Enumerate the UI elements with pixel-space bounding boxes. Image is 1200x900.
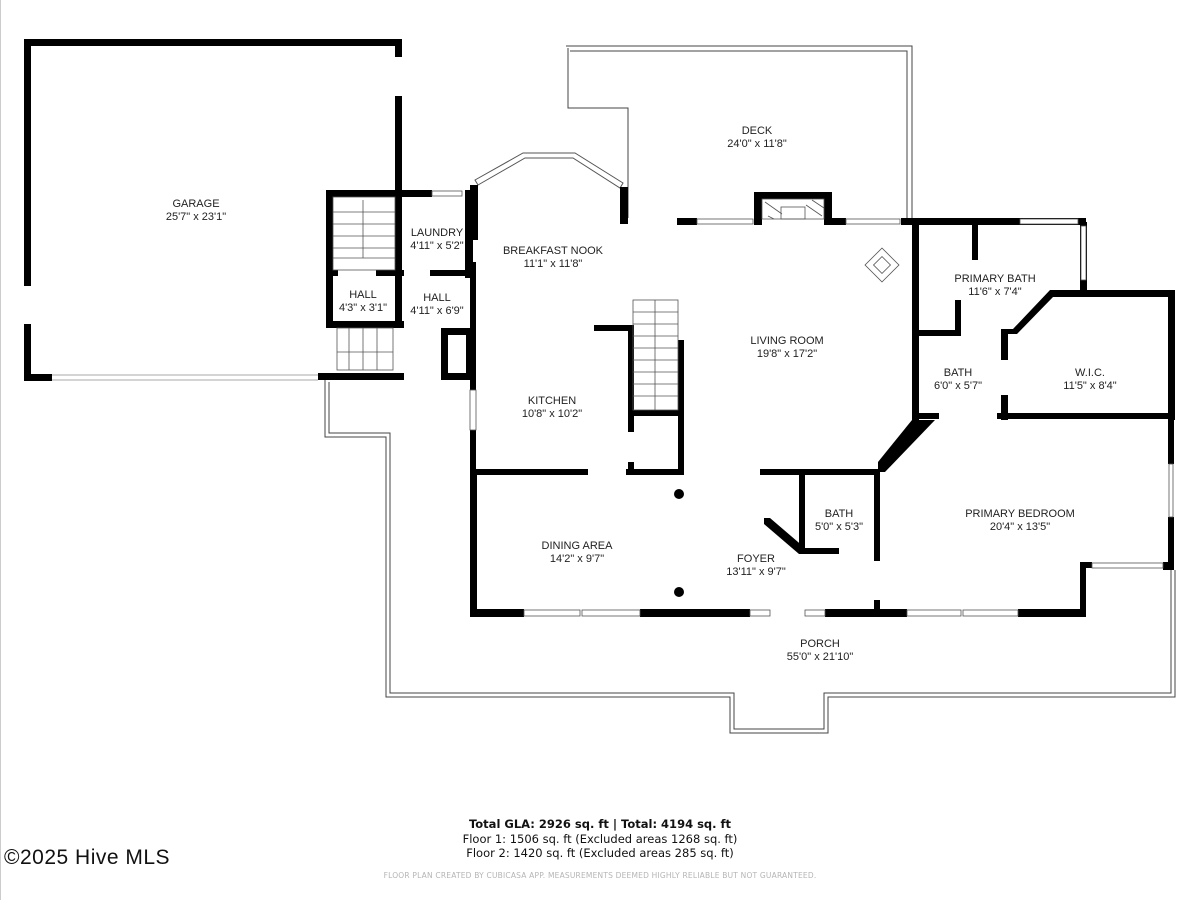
room-name: KITCHEN xyxy=(527,395,577,407)
center-stairs xyxy=(632,299,679,411)
total-area-summary: Total GLA: 2926 sq. ft | Total: 4194 sq.… xyxy=(468,817,732,831)
room-dimensions: 24'0" x 11'8" xyxy=(727,138,787,150)
room-label-dining-area: DINING AREA 14'2" x 9'7" xyxy=(542,540,613,566)
primary-bath-window xyxy=(1019,218,1079,225)
room-label-hall-small: HALL 4'3" x 3'1" xyxy=(339,289,387,315)
hall-laundry-walls xyxy=(326,190,473,380)
room-dimensions: 4'11" x 5'2" xyxy=(410,240,464,252)
living-window-2 xyxy=(845,218,901,225)
room-label-breakfast-nook: BREAKFAST NOOK 11'1" x 11'8" xyxy=(503,245,603,271)
room-name: PORCH xyxy=(800,638,840,650)
room-dimensions: 19'8" x 17'2" xyxy=(756,348,818,360)
room-label-bath-lower: BATH 5'0" x 5'3" xyxy=(815,508,863,534)
room-name: BATH xyxy=(943,367,973,379)
room-dimensions: 25'7" x 23'1" xyxy=(165,211,227,223)
kitchen-window xyxy=(469,389,477,431)
room-name: PRIMARY BEDROOM xyxy=(965,508,1075,520)
room-label-kitchen: KITCHEN 10'8" x 10'2" xyxy=(522,395,582,421)
kitchen-walls xyxy=(476,325,684,475)
room-label-living-room: LIVING ROOM 19'8" x 17'2" xyxy=(750,335,823,361)
room-name: W.I.C. xyxy=(1075,367,1105,379)
room-dimensions: 4'11" x 6'9" xyxy=(410,305,464,317)
room-label-porch: PORCH 55'0" x 21'10" xyxy=(787,638,853,664)
floor-1-area: Floor 1: 1506 sq. ft (Excluded areas 126… xyxy=(462,832,738,846)
room-dimensions: 13'11" x 9'7" xyxy=(726,566,786,578)
stairs-lower xyxy=(336,327,394,371)
stairs-upper xyxy=(332,196,396,271)
front-wall xyxy=(470,475,1086,617)
room-dimensions: 11'1" x 11'8" xyxy=(523,258,583,270)
room-name: BATH xyxy=(824,508,854,520)
room-dimensions: 4'3" x 3'1" xyxy=(338,302,388,314)
room-label-laundry: LAUNDRY 4'11" x 5'2" xyxy=(410,227,463,253)
living-north-wall xyxy=(677,192,1086,225)
room-name: PRIMARY BATH xyxy=(954,273,1036,285)
room-label-primary-bath: PRIMARY BATH 11'6" x 7'4" xyxy=(954,273,1035,299)
deck-outline xyxy=(566,45,913,220)
room-dimensions: 55'0" x 21'10" xyxy=(786,651,854,663)
bedroom-side-window xyxy=(1168,463,1174,518)
room-name: HALL xyxy=(423,292,451,304)
columns xyxy=(674,489,684,597)
room-label-primary-bedroom: PRIMARY BEDROOM 20'4" x 13'5" xyxy=(965,508,1075,534)
bedroom-walls xyxy=(760,420,1174,616)
primary-suite-walls xyxy=(912,222,1175,420)
bedroom-nook-window xyxy=(1091,562,1164,569)
room-name: LAUNDRY xyxy=(410,227,464,239)
room-name: LIVING ROOM xyxy=(750,335,824,347)
garage-door xyxy=(52,374,318,381)
living-window-1 xyxy=(696,218,754,225)
garage-walls xyxy=(24,39,404,381)
room-name: DINING AREA xyxy=(541,540,613,552)
room-label-deck: DECK 24'0" x 11'8" xyxy=(727,125,787,151)
room-label-hall: HALL 4'11" x 6'9" xyxy=(410,292,463,318)
room-dimensions: 6'0" x 5'7" xyxy=(933,380,983,392)
bay-window xyxy=(474,152,624,189)
corner-fireplace xyxy=(864,247,900,283)
primary-bath-side-window xyxy=(1080,225,1087,281)
room-label-wic: W.I.C. 11'5" x 8'4" xyxy=(1063,367,1116,393)
room-dimensions: 5'0" x 5'3" xyxy=(814,521,864,533)
room-name: FOYER xyxy=(737,553,775,565)
room-name: DECK xyxy=(741,125,773,137)
room-dimensions: 14'2" x 9'7" xyxy=(549,553,605,565)
front-windows xyxy=(523,609,1019,617)
room-dimensions: 11'5" x 8'4" xyxy=(1063,380,1117,392)
room-dimensions: 20'4" x 13'5" xyxy=(989,521,1051,533)
room-name: BREAKFAST NOOK xyxy=(502,245,604,257)
room-label-bath-upper: BATH 6'0" x 5'7" xyxy=(934,367,982,393)
laundry-window xyxy=(431,190,463,197)
room-label-garage: GARAGE 25'7" x 23'1" xyxy=(166,198,226,224)
room-label-foyer: FOYER 13'11" x 9'7" xyxy=(726,553,786,579)
floor-2-area: Floor 2: 1420 sq. ft (Excluded areas 285… xyxy=(466,846,734,860)
disclaimer-text: FLOOR PLAN CREATED BY CUBICASA APP. MEAS… xyxy=(383,871,817,880)
room-dimensions: 10'8" x 10'2" xyxy=(521,408,583,420)
copyright-watermark: ©2025 Hive MLS xyxy=(4,846,171,869)
porch-outline xyxy=(324,380,1176,734)
room-dimensions: 11'6" x 7'4" xyxy=(968,286,1022,298)
room-name: HALL xyxy=(349,289,377,301)
room-name: GARAGE xyxy=(172,198,220,210)
fireplace xyxy=(761,198,825,220)
